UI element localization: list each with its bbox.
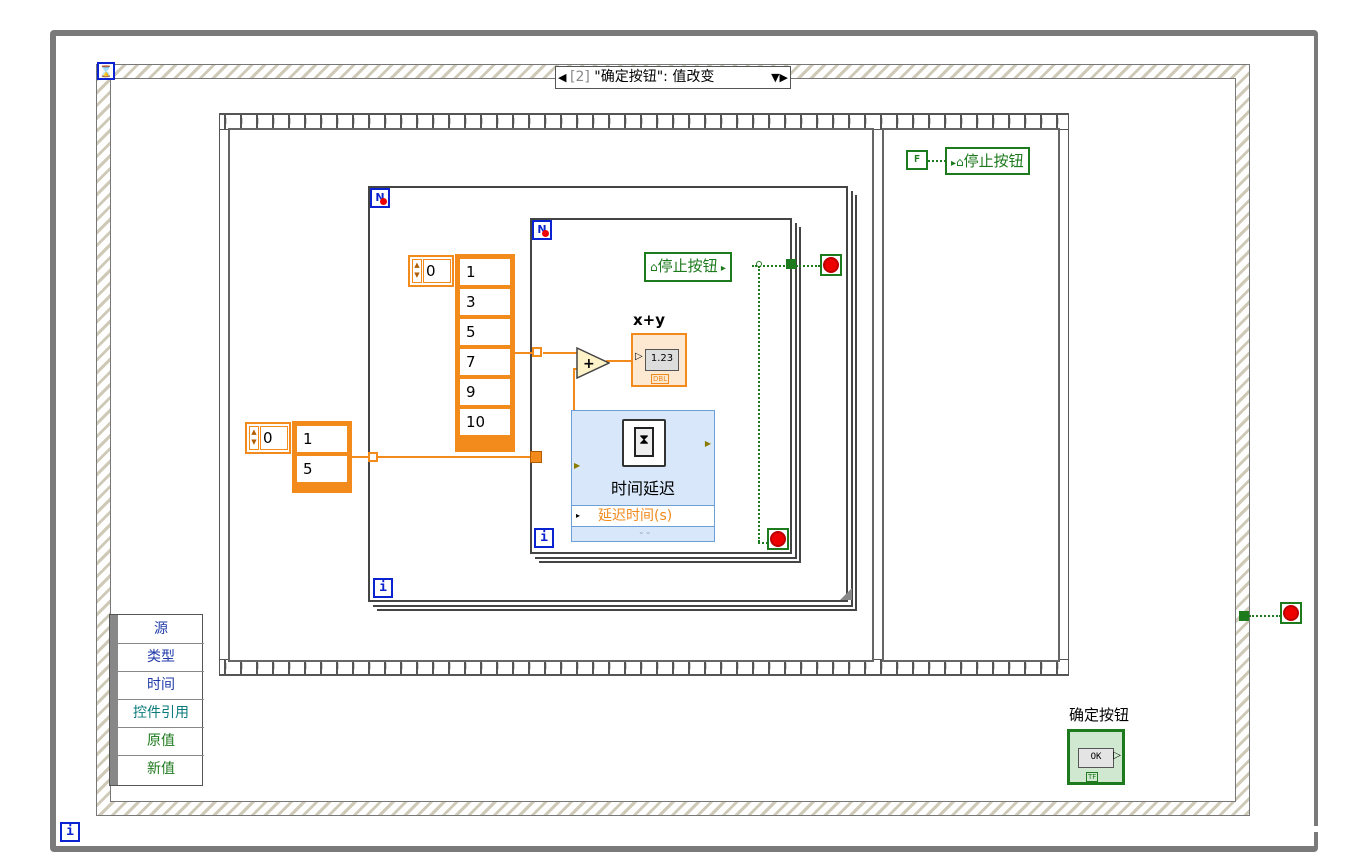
bool-wire-2 — [796, 265, 820, 267]
outer-array-constant: 1 5 — [292, 421, 352, 493]
output-arrow-icon: ▸ — [717, 263, 726, 274]
bool-output-tunnel — [786, 259, 796, 269]
event-data-type[interactable]: 类型 — [118, 643, 204, 672]
outer-loop-stop-terminal — [820, 254, 842, 276]
inner-array-constant: 1 3 5 7 9 10 — [455, 254, 515, 452]
home-icon: ⌂ — [650, 260, 658, 274]
count-dot-icon — [542, 230, 549, 237]
bool-wire-false — [928, 160, 946, 162]
event-data-node: 源 类型 时间 控件引用 原值 新值 — [109, 614, 204, 786]
while-loop-stop-terminal — [1280, 602, 1302, 624]
event-timeout-icon: ⌛ — [97, 62, 115, 80]
wire-inner-array — [512, 352, 534, 354]
count-label: N — [375, 191, 385, 204]
ok-button-terminal[interactable]: OK ▷ TF — [1067, 729, 1125, 785]
time-delay-express-vi[interactable]: ⧗ ▶ ▶ 时间延迟 ▸ 延迟时间(s) ⌄⌄ — [571, 410, 715, 542]
outer-array-index-value[interactable]: 0 — [260, 426, 288, 450]
array-element[interactable]: 5 — [295, 454, 349, 484]
time-delay-title: 时间延迟 — [610, 479, 675, 498]
input-arrow-icon: ▸ — [951, 158, 957, 169]
inner-array-index-value[interactable]: 0 — [423, 259, 451, 283]
event-data-old-value[interactable]: 原值 — [118, 727, 204, 756]
outer-for-loop-corner-icon — [840, 588, 852, 600]
wire-to-add-x — [543, 352, 583, 354]
numeric-indicator[interactable]: ▷ 1.23 DBL — [631, 333, 687, 387]
delay-input-pin-icon: ▸ — [576, 511, 581, 520]
inner-array-index[interactable]: ▲▼ 0 — [408, 255, 454, 287]
outer-loop-iteration-terminal: i — [373, 578, 393, 598]
decrement-arrow-icon[interactable]: ◀ — [558, 71, 567, 84]
indicator-type: DBL — [651, 374, 670, 384]
while-loop — [50, 30, 1318, 852]
array-element[interactable]: 3 — [458, 287, 512, 317]
ok-button-label: 确定按钮 — [1069, 706, 1130, 724]
stop-button-property-write[interactable]: ▸⌂停止按钮 — [945, 147, 1030, 175]
event-case-selector[interactable]: ◀ [2] "确定按钮": 值改变 ▼▶ — [555, 66, 791, 89]
index-spinner-icon[interactable]: ▲▼ — [249, 426, 259, 450]
stop-property-label: 停止按钮 — [657, 257, 718, 275]
delay-time-input[interactable]: ▸ 延迟时间(s) — [572, 505, 714, 527]
dropdown-arrow-icon[interactable]: ▼▶ — [771, 71, 788, 84]
outer-loop-count-terminal: N — [370, 188, 390, 208]
stop-property-write-label: 停止按钮 — [963, 152, 1024, 170]
indicator-label: x+y — [633, 311, 666, 329]
outer-array-index[interactable]: ▲▼ 0 — [245, 422, 291, 454]
false-constant[interactable]: F — [906, 150, 928, 170]
sequence-frame-2 — [882, 128, 1060, 662]
event-data-control-ref[interactable]: 控件引用 — [118, 699, 204, 728]
array-element[interactable]: 9 — [458, 377, 512, 407]
ok-button-face: OK — [1078, 748, 1114, 768]
array-element[interactable]: 1 — [295, 424, 349, 454]
ok-button-type: TF — [1086, 772, 1099, 782]
wire-add-to-indicator — [606, 360, 634, 362]
inner-loop-count-terminal: N — [532, 220, 552, 240]
count-dot-icon — [380, 198, 387, 205]
bool-wire-while — [1249, 615, 1281, 617]
add-symbol: + — [583, 356, 595, 372]
index-spinner-icon[interactable]: ▲▼ — [412, 259, 422, 283]
event-case-label: "确定按钮": 值改变 — [594, 69, 715, 85]
inner-loop-stop-terminal — [767, 528, 789, 550]
indicator-display: 1.23 — [645, 349, 679, 371]
array-element[interactable]: 5 — [458, 317, 512, 347]
event-data-source[interactable]: 源 — [118, 615, 204, 644]
event-data-node-bar — [110, 615, 118, 785]
while-stop-tunnel — [1239, 611, 1249, 621]
delay-input-arrow-icon: ▶ — [574, 461, 581, 470]
inner-loop-index-tunnel — [532, 347, 542, 357]
while-loop-right-edge-gap — [1310, 826, 1322, 832]
delay-time-label: 延迟时间(s) — [598, 508, 673, 524]
event-data-new-value[interactable]: 新值 — [147, 761, 175, 777]
hourglass-icon: ⧗ — [622, 419, 666, 467]
bool-wire-1 — [752, 265, 788, 267]
outer-loop-input-tunnel — [368, 452, 378, 462]
inner-loop-iteration-terminal: i — [534, 528, 554, 548]
bool-wire-to-stop — [758, 542, 768, 544]
array-element[interactable]: 10 — [458, 407, 512, 437]
event-case-index: [2] — [570, 69, 590, 85]
array-element[interactable]: 7 — [458, 347, 512, 377]
count-label: N — [537, 223, 547, 236]
add-function[interactable]: + — [576, 347, 610, 379]
indicator-input-arrow-icon: ▷ — [635, 351, 643, 362]
array-element[interactable]: 1 — [458, 257, 512, 287]
while-loop-iteration-terminal: i — [60, 822, 80, 842]
home-icon: ⌂ — [956, 155, 964, 169]
expand-chevron-icon[interactable]: ⌄⌄ — [638, 527, 652, 536]
wire-outer-array — [352, 456, 536, 458]
bool-wire-vertical — [758, 266, 760, 542]
stop-button-property-read[interactable]: ⌂停止按钮 ▸ — [644, 252, 732, 282]
event-data-time[interactable]: 时间 — [118, 671, 204, 700]
delay-output-arrow-icon: ▶ — [704, 439, 711, 448]
inner-loop-input-tunnel — [530, 451, 542, 463]
terminal-output-arrow-icon: ▷ — [1113, 750, 1121, 761]
